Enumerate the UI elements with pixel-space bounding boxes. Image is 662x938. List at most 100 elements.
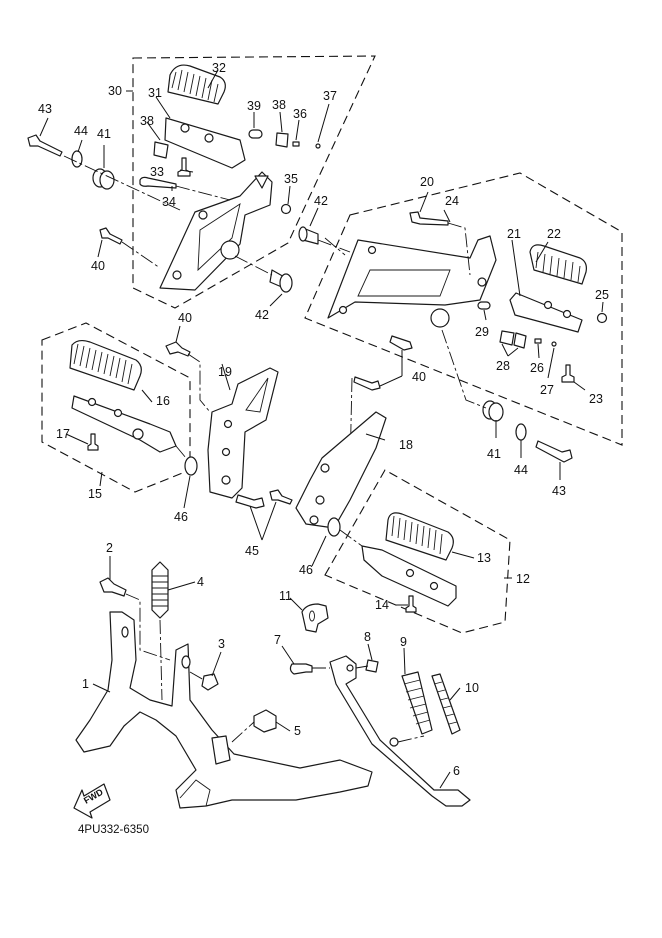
pivot-boss xyxy=(430,308,450,328)
callout-35: 35 xyxy=(284,172,298,186)
group-20-outline xyxy=(304,172,623,446)
callout-28: 28 xyxy=(496,359,510,373)
footrest-21 xyxy=(509,292,583,333)
callout-40: 40 xyxy=(91,259,105,273)
callout-42: 42 xyxy=(314,194,328,208)
bolt-2 xyxy=(99,577,127,597)
bolt-40 xyxy=(353,376,381,391)
callout-32: 32 xyxy=(212,61,226,75)
side-stand-6 xyxy=(329,655,471,807)
left-rider-footrest-group xyxy=(27,64,351,293)
callout-37: 37 xyxy=(323,89,337,103)
callout-25: 25 xyxy=(595,288,609,302)
spring-26 xyxy=(534,338,542,344)
callout-2: 2 xyxy=(106,541,113,555)
callout-44: 44 xyxy=(74,124,88,138)
forward-direction-arrow: FWD xyxy=(73,783,111,819)
callout-43: 43 xyxy=(552,484,566,498)
callout-5: 5 xyxy=(294,724,301,738)
callout-8: 8 xyxy=(364,630,371,644)
callout-38: 38 xyxy=(140,114,154,128)
plate-28 xyxy=(513,332,527,349)
callout-4: 4 xyxy=(197,575,204,589)
bolt-17 xyxy=(87,433,99,451)
nut-25 xyxy=(596,312,608,324)
callout-12: 12 xyxy=(516,572,530,586)
footrest-rubber-13 xyxy=(385,512,454,561)
callout-30: 30 xyxy=(108,84,122,98)
callout-24: 24 xyxy=(445,194,459,208)
bolt-40 xyxy=(389,335,413,351)
bolt-40 xyxy=(99,227,123,245)
nut-3 xyxy=(201,673,219,691)
pivot-boss xyxy=(220,240,240,260)
callout-44: 44 xyxy=(514,463,528,477)
leader-lines xyxy=(39,69,604,789)
bolt-24 xyxy=(409,211,449,226)
callout-46: 46 xyxy=(174,510,188,524)
plate-38-right xyxy=(275,132,289,148)
callout-31: 31 xyxy=(148,86,162,100)
callout-18: 18 xyxy=(399,438,413,452)
washer-46 xyxy=(327,517,341,537)
callout-46: 46 xyxy=(299,563,313,577)
bolt-33 xyxy=(177,157,191,177)
callout-1: 1 xyxy=(82,677,89,691)
callout-labels: 30 32 31 38 3 9 38 36 37 33 34 35 43 44 4… xyxy=(38,61,609,778)
callout-6: 6 xyxy=(453,764,460,778)
bolt-45 xyxy=(235,494,265,509)
callout-11: 11 xyxy=(279,589,292,603)
footrest-bracket-left xyxy=(159,171,273,291)
callout-16: 16 xyxy=(156,394,170,408)
callout-33: 33 xyxy=(150,165,164,179)
stand-stop-bracket xyxy=(211,735,231,765)
callout-23: 23 xyxy=(589,392,603,406)
callout-42: 42 xyxy=(255,308,269,322)
callout-40: 40 xyxy=(412,370,426,384)
callout-19: 19 xyxy=(218,365,232,379)
bracket-hole xyxy=(172,270,182,280)
passenger-bracket-19 xyxy=(207,367,279,499)
callout-20: 20 xyxy=(420,175,434,189)
washer-44 xyxy=(71,150,83,168)
bolt-34 xyxy=(139,176,177,189)
nut-35 xyxy=(280,203,292,215)
spring-10 xyxy=(431,673,461,735)
bracket-hole xyxy=(198,210,208,220)
ball-37 xyxy=(315,143,321,149)
footrest-rubber-32 xyxy=(167,64,226,105)
callout-15: 15 xyxy=(88,487,102,501)
stopper-5 xyxy=(253,709,277,733)
callout-27: 27 xyxy=(540,383,554,397)
bolt-45 xyxy=(269,489,293,505)
callout-17: 17 xyxy=(56,427,70,441)
callout-22: 22 xyxy=(547,227,561,241)
main-stand-1 xyxy=(75,611,373,809)
callout-36: 36 xyxy=(293,107,307,121)
callout-3: 3 xyxy=(218,637,225,651)
callout-41: 41 xyxy=(97,127,111,141)
washer-46 xyxy=(184,456,198,476)
callout-10: 10 xyxy=(465,681,479,695)
plate-28 xyxy=(499,330,515,346)
bolt-7 xyxy=(289,663,313,675)
left-passenger-footrest-group xyxy=(69,339,198,476)
callout-7: 7 xyxy=(274,633,281,647)
callout-38: 38 xyxy=(272,98,286,112)
group-12-outline xyxy=(324,469,511,634)
callout-9: 9 xyxy=(400,635,407,649)
callout-34: 34 xyxy=(162,195,176,209)
bolt-43 xyxy=(535,440,573,463)
ball-27 xyxy=(551,341,557,347)
right-passenger-footrest-group xyxy=(339,512,457,613)
spring-4 xyxy=(151,561,169,619)
callout-26: 26 xyxy=(530,361,544,375)
pin-29 xyxy=(477,301,491,310)
footrest-bracket-right xyxy=(327,235,497,319)
spring-9 xyxy=(401,671,433,735)
callout-41: 41 xyxy=(487,447,501,461)
plate-38-left xyxy=(153,141,169,159)
callout-14: 14 xyxy=(375,598,389,612)
